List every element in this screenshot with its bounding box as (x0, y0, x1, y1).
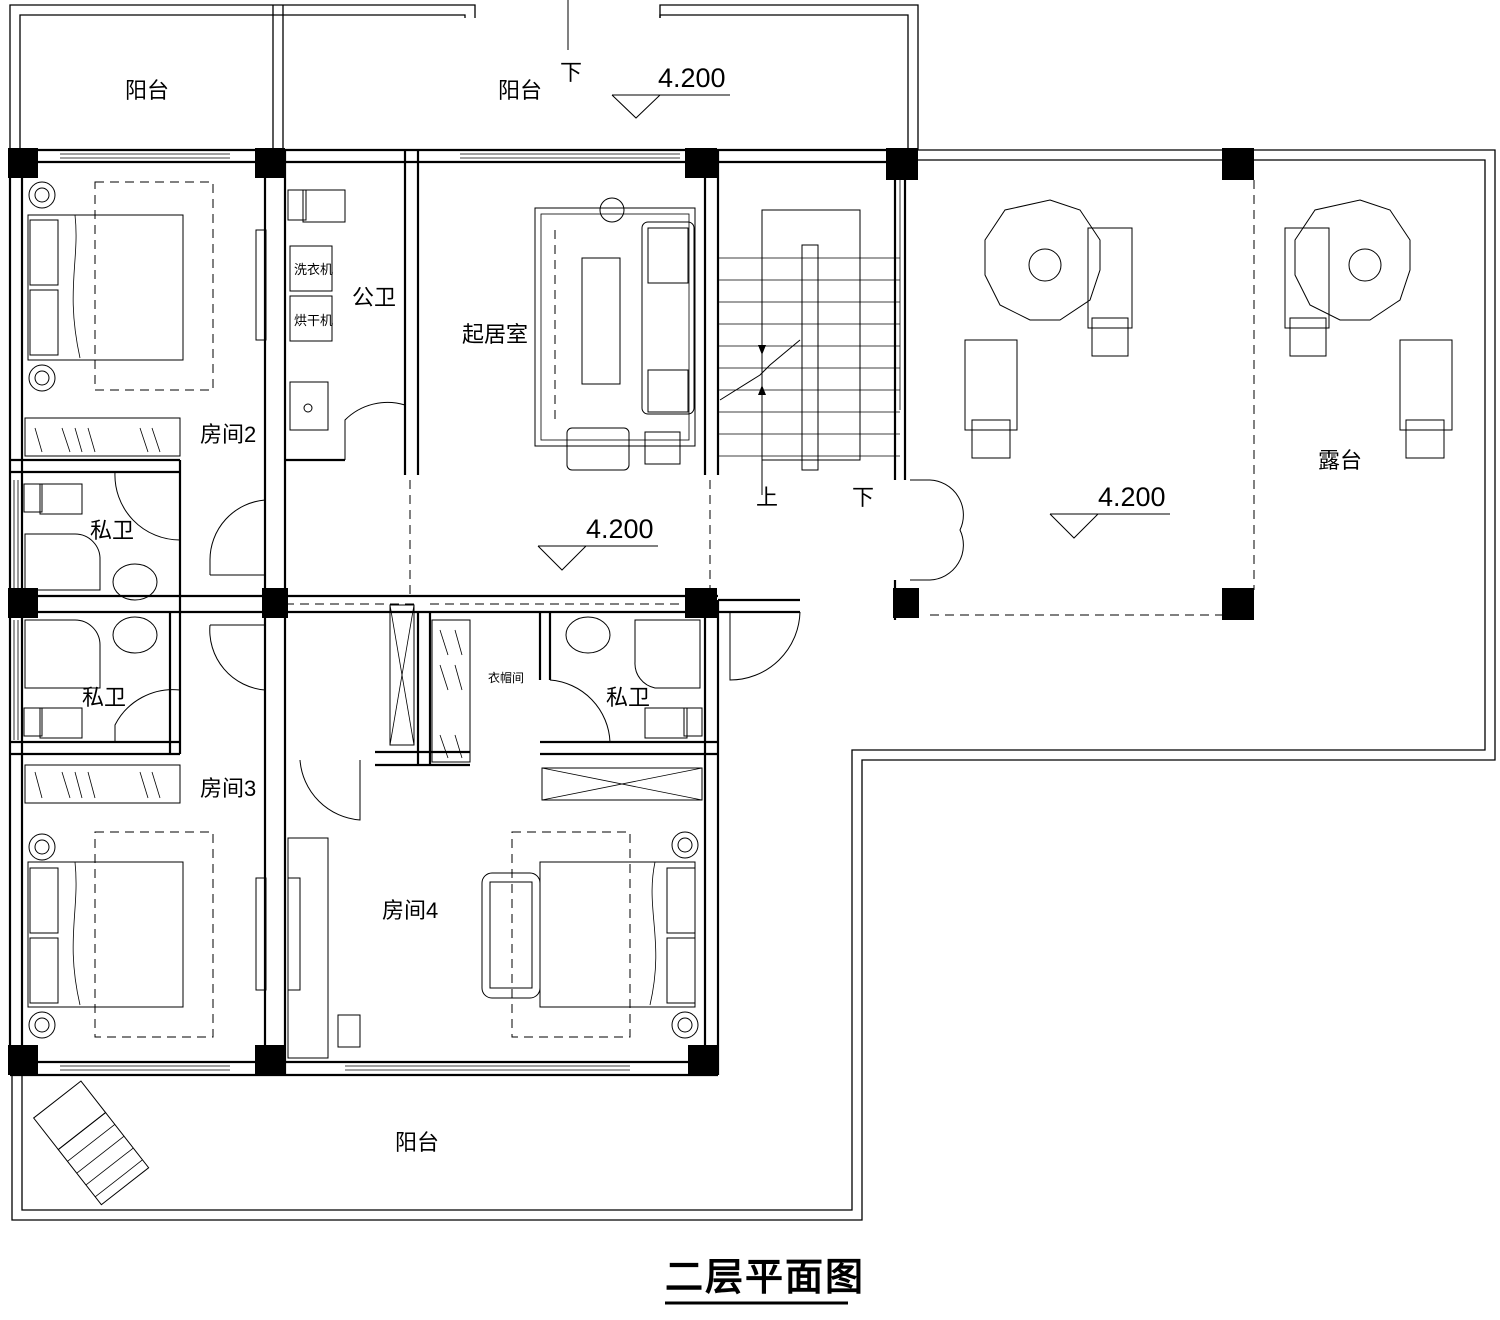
private-bath-2-label: 私卫 (82, 685, 126, 710)
drawing-title-text: 二层平面图 (665, 1257, 865, 1299)
room4-label: 房间4 (382, 898, 438, 923)
doors (114, 401, 964, 821)
balcony-bottom-label: 阳台 (395, 1130, 439, 1155)
room-labels: 阳台 阳台 房间2 公卫 起居室 私卫 私卫 私卫 房间3 房间4 露台 阳台 (82, 78, 1362, 1155)
room3-label: 房间3 (200, 776, 256, 801)
windows (13, 153, 901, 1071)
room3-bed (24, 764, 267, 1039)
balcony-railings (9, 4, 1496, 1221)
living-label: 起居室 (462, 322, 528, 347)
svg-text:4.200: 4.200 (658, 63, 726, 93)
elevation-marker-balcony: 4.200 (611, 63, 730, 119)
private-bath-3-label: 私卫 (606, 685, 650, 710)
room4-furniture (287, 767, 703, 1059)
walls (8, 148, 918, 1077)
stair-down-top: 下 (560, 0, 582, 85)
living-room-furniture (534, 197, 696, 471)
stair-down-label: 下 (852, 485, 874, 510)
svg-text:下: 下 (560, 60, 582, 85)
public-bath-fixtures: 洗衣机 烘干机 (287, 189, 346, 431)
room2-label: 房间2 (200, 422, 256, 447)
balcony-lounge-chair (32, 1080, 150, 1206)
private-bath-fixtures (23, 483, 703, 739)
elevation-marker-living: 4.200 (537, 514, 658, 571)
elevation-marker-terrace: 4.200 (1049, 482, 1170, 539)
balcony-top-center-label: 阳台 (498, 78, 542, 103)
terrace-umbrella-left (964, 199, 1133, 459)
terrace-umbrella-right (1284, 199, 1453, 459)
drawing-title: 二层平面图 (665, 1257, 865, 1305)
staircase: 上 下 (718, 209, 900, 510)
structural-columns (8, 148, 1254, 1075)
private-bath-1-label: 私卫 (90, 518, 134, 543)
room2-bed (24, 181, 267, 457)
washer-label: 洗衣机 (294, 262, 333, 277)
dryer-label: 烘干机 (294, 313, 333, 328)
closet-label: 衣帽间 (488, 670, 524, 685)
terrace-label: 露台 (1318, 448, 1362, 473)
walk-in-closet: 衣帽间 (389, 604, 524, 763)
balcony-top-left-label: 阳台 (125, 78, 169, 103)
dashed-beam-lines (285, 180, 1255, 616)
public-bath-label: 公卫 (352, 285, 396, 310)
svg-text:4.200: 4.200 (1098, 482, 1166, 512)
svg-text:4.200: 4.200 (586, 514, 654, 544)
stair-up-label: 上 (756, 485, 778, 510)
